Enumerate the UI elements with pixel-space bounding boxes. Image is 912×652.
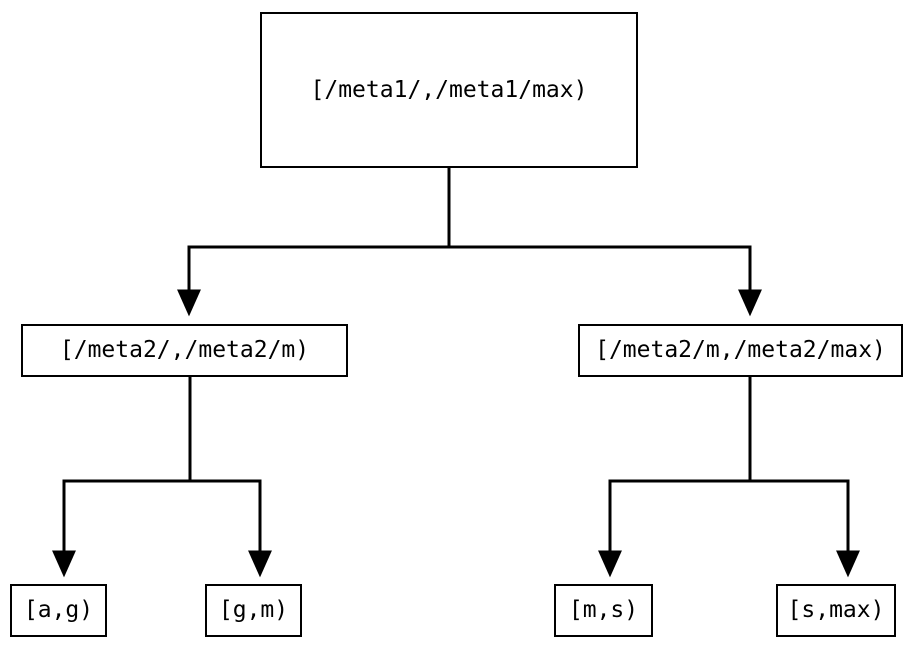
tree-node-meta2-high[interactable]: [/meta2/m,/meta2/max): [578, 324, 903, 377]
tree-leaf-m-s-label: [m,s): [568, 597, 639, 623]
tree-leaf-a-g-label: [a,g): [23, 597, 94, 623]
tree-node-meta2-high-label: [/meta2/m,/meta2/max): [595, 337, 886, 363]
tree-leaf-m-s[interactable]: [m,s): [554, 584, 653, 637]
edge-meta2-hi-to-m-s: [598, 377, 752, 578]
tree-leaf-a-g[interactable]: [a,g): [10, 584, 107, 637]
edge-meta2-hi-to-s-max: [748, 377, 860, 578]
edge-root-to-meta2-lo: [177, 168, 451, 317]
tree-node-root[interactable]: [/meta1/,/meta1/max): [260, 12, 638, 168]
tree-leaf-g-m-label: [g,m): [218, 597, 289, 623]
edge-meta2-lo-to-a-g: [52, 377, 192, 578]
edge-root-to-meta2-hi: [447, 168, 762, 317]
tree-node-root-label: [/meta1/,/meta1/max): [310, 76, 588, 103]
edge-meta2-lo-to-g-m: [188, 377, 272, 578]
tree-node-meta2-low[interactable]: [/meta2/,/meta2/m): [21, 324, 348, 377]
tree-node-meta2-low-label: [/meta2/,/meta2/m): [59, 337, 310, 363]
tree-leaf-g-m[interactable]: [g,m): [205, 584, 302, 637]
tree-leaf-s-max-label: [s,max): [787, 597, 885, 623]
tree-leaf-s-max[interactable]: [s,max): [776, 584, 896, 637]
